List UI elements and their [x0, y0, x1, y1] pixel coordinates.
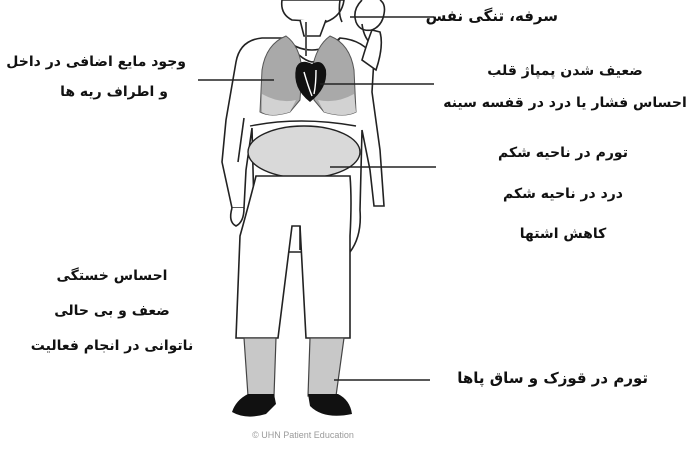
label-abdomen-swelling: تورم در ناحیه شکم [468, 145, 658, 161]
label-abdomen-pain: درد در ناحیه شکم [468, 186, 658, 202]
shoes [232, 394, 352, 417]
label-fluid-in-lungs-line2: و اطراف ریه ها [34, 84, 194, 100]
label-loss-of-appetite: کاهش اشتها [468, 226, 658, 242]
trousers [236, 176, 351, 338]
label-weak-heart-pump: ضعیف شدن پمپاژ قلب [460, 63, 670, 79]
label-ankle-leg-swelling: تورم در قوزک و ساق پاها [457, 369, 648, 387]
label-chest-pressure-pain: احساس فشار یا درد در قفسه سینه [440, 95, 690, 111]
label-fluid-in-lungs-line1: وجود مایع اضافی در داخل [6, 54, 186, 70]
abdomen [248, 126, 360, 178]
label-cough-shortness-of-breath: سرفه، تنگی نفس [426, 7, 558, 25]
lower-legs [244, 338, 344, 396]
copyright-credit: © UHN Patient Education [228, 430, 378, 440]
label-weakness: ضعف و بی حالی [22, 303, 202, 319]
label-inability-to-do-activities: ناتوانی در انجام فعالیت [12, 338, 212, 354]
label-fatigue: احساس خستگی [22, 268, 202, 284]
